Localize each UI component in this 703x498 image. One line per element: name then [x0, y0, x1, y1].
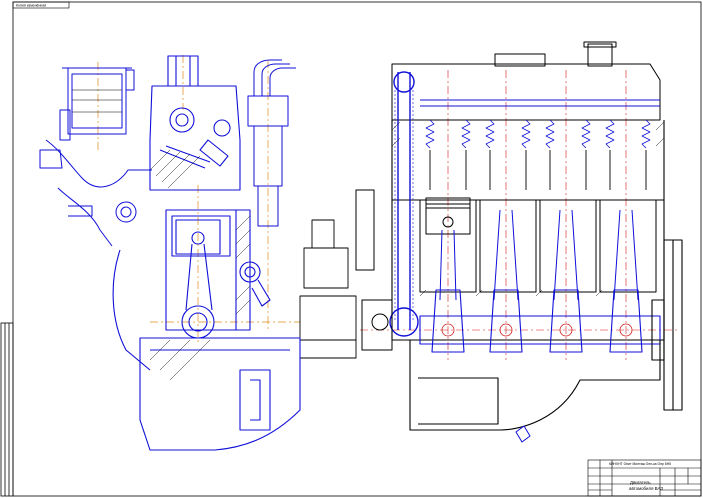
intake-manifold: [39, 139, 152, 247]
title-block: [587, 459, 702, 497]
oil-filter: [299, 295, 357, 359]
ignition-leads: [247, 59, 296, 227]
drawing-name-line-2: автомобиля ВАЗ: [629, 486, 663, 491]
stamp-text: Копия изменённая: [16, 4, 46, 8]
cylinder-block: [112, 209, 251, 371]
oil-dipstick: [515, 425, 531, 443]
flywheel: [651, 239, 683, 411]
piston-section: [425, 197, 471, 301]
longitudinal-hatching: [391, 121, 665, 297]
valve-stems: [429, 150, 647, 190]
valve-springs: [425, 119, 651, 149]
connecting-rods: [493, 209, 639, 301]
top-left-stamp: Копия изменённая: [12, 1, 70, 9]
fuel-pump: [303, 219, 349, 289]
cylinder-head: [149, 55, 241, 191]
oil-pump: [239, 261, 271, 307]
timing-chain: [389, 71, 419, 337]
engine-cross-section: [39, 55, 357, 451]
air-filter-housing: [59, 67, 135, 141]
oil-pan-long: [409, 340, 661, 431]
crankshaft: [419, 289, 661, 353]
camshaft: [420, 99, 660, 107]
cylinders: [419, 199, 657, 293]
oil-pan: [139, 337, 301, 451]
crankshaft-journals: [441, 323, 633, 337]
valve-cover: [391, 41, 661, 121]
title-block-organization: КИНХНТ Опит Монтаж Опп-ка Опр 8Н5: [609, 462, 672, 466]
crank-pulley: [355, 189, 393, 351]
cylinder-block-long: [391, 120, 665, 341]
longitudinal-centerlines: [360, 70, 680, 360]
centerlines: [97, 55, 300, 345]
section-hatching: [149, 149, 251, 381]
drawing-name-line-1: Двигатель: [630, 480, 651, 485]
engine-longitudinal-section: [355, 41, 683, 443]
